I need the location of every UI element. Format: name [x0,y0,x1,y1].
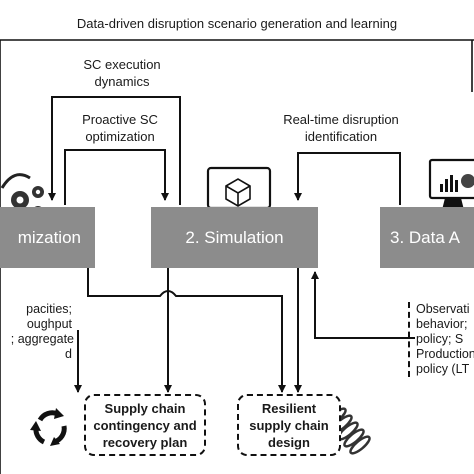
diagram-title: Data-driven disruption scenario generati… [76,16,398,31]
arrow-opt-to-resilient [87,268,286,393]
arrow-sc-execution [48,96,181,205]
recycle-arrowheads [30,408,64,446]
info-right-line3: policy; S [416,332,464,346]
block-optimization: mization [0,207,95,268]
outcome-contingency-plan: Supply chain contingency and recovery pl… [84,394,206,456]
block-simulation: 2. Simulation [151,207,318,268]
outcome-resilient-line1: Resilient [261,400,317,416]
outcome-resilient-design: Resilient supply chain design [237,394,341,456]
outcome-resilient-line3: design [268,434,310,450]
outcome-contingency-line3: recovery plan [102,434,188,450]
label-realtime: Real-time disruption identification [275,111,407,145]
arrow-proactive-sc [64,149,169,205]
info-left-line4: d [65,347,72,361]
label-proactive-sc-line1: Proactive SC [82,112,158,127]
info-left-line3: ; aggregate [10,332,74,346]
info-right-line5: policy (LT [416,362,470,376]
label-sc-execution-line1: SC execution [83,57,161,72]
label-realtime-line2: identification [304,129,378,144]
info-right-line2: behavior; [416,317,468,331]
label-sc-execution-line2: dynamics [94,74,150,89]
info-left-line1: pacities; [26,302,72,316]
info-left: pacities; oughput ; aggregate d [0,302,74,362]
info-left-line2: oughput [26,317,72,331]
info-right-line1: Observati [416,302,470,316]
label-proactive-sc-line2: optimization [85,129,155,144]
info-right-line4: Production [416,347,474,361]
outcome-contingency-line1: Supply chain [104,400,186,416]
outcome-resilient-line2: supply chain [249,417,329,433]
label-proactive-sc: Proactive SC optimization [70,111,170,145]
label-sc-execution: SC execution dynamics [74,56,170,90]
info-right: Observati behavior; policy; S Production… [408,302,474,377]
label-realtime-line1: Real-time disruption [283,112,399,127]
arrow-realtime [294,152,401,205]
monitor-chart-icon [428,158,474,210]
outcome-contingency-line2: contingency and [93,417,197,433]
arrow-right-info [311,271,415,339]
block-data-analytics: 3. Data A [380,207,474,268]
